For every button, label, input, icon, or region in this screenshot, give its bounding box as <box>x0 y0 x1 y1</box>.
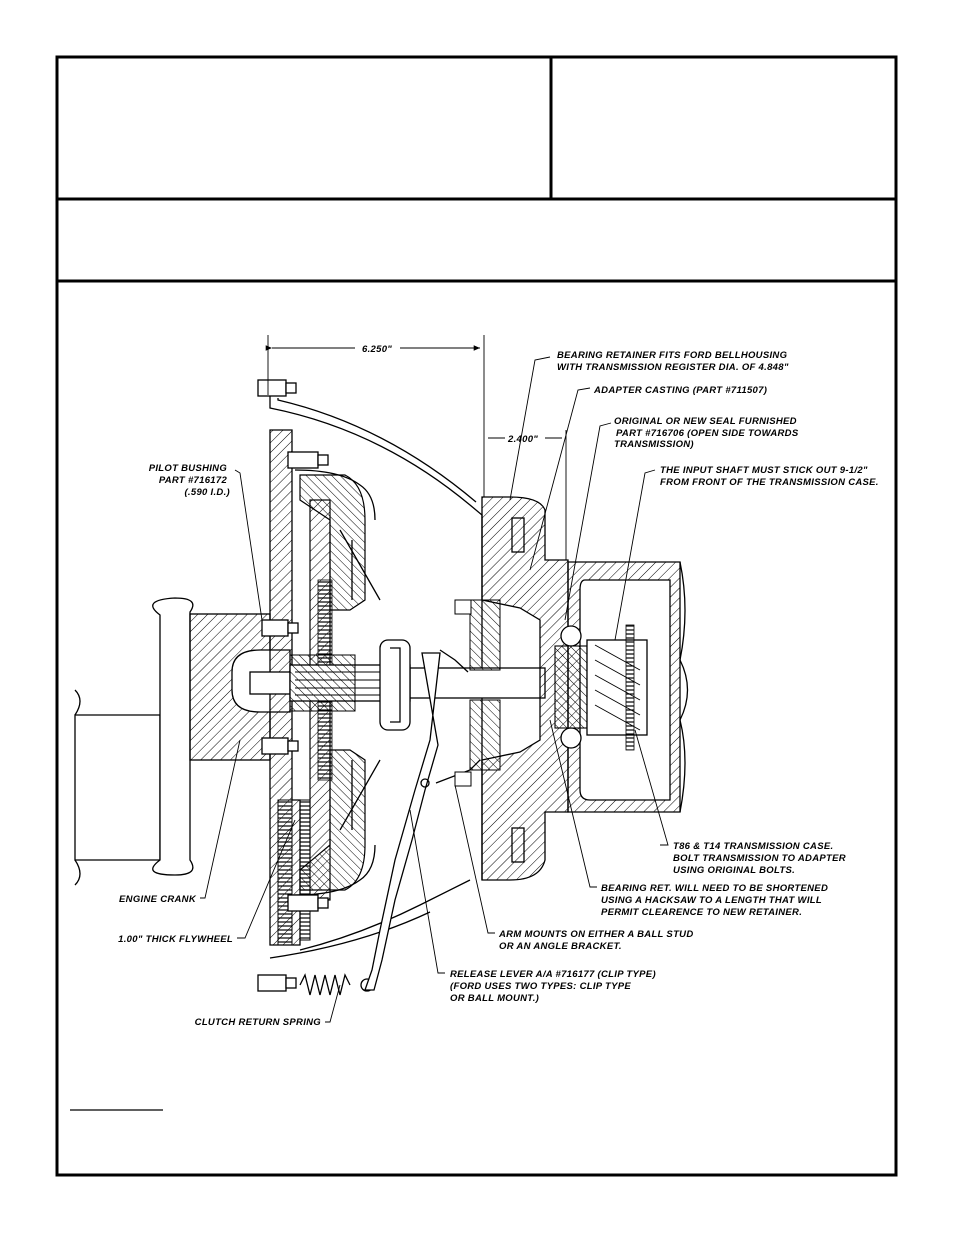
label-bearing-retainer: BEARING RETAINER FITS FORD BELLHOUSING W… <box>557 350 790 373</box>
label-arm-mounts: ARM MOUNTS ON EITHER A BALL STUD OR AN A… <box>498 929 696 952</box>
label-engine-crank: ENGINE CRANK <box>119 894 197 905</box>
label-release-lever: RELEASE LEVER A/A #716177 (CLIP TYPE) (F… <box>450 969 659 1004</box>
engine-crank <box>74 597 291 886</box>
label-adapter-casting: ADAPTER CASTING (PART #711507) <box>593 385 767 396</box>
label-pilot-bushing: PILOT BUSHING PART #716172 (.590 I.D.) <box>149 463 230 498</box>
clutch-assembly <box>294 469 381 901</box>
dim-overall: 6.250" <box>362 344 392 355</box>
leader-lines <box>200 356 669 1023</box>
label-input-shaft: THE INPUT SHAFT MUST STICK OUT 9-1/2" FR… <box>660 465 879 488</box>
adapter-casting <box>454 496 569 881</box>
outer-border <box>55 55 898 1177</box>
dim-adapter: 2.400" <box>507 434 538 445</box>
label-seal: ORIGINAL OR NEW SEAL FURNISHED PART #716… <box>614 416 801 450</box>
label-transmission-case: T86 & T14 TRANSMISSION CASE. BOLT TRANSM… <box>673 841 849 876</box>
input-shaft <box>249 639 546 731</box>
transmission-case <box>554 561 689 813</box>
title-block <box>55 55 898 1177</box>
label-flywheel: 1.00" THICK FLYWHEEL <box>118 934 233 945</box>
clutch-return-spring <box>299 973 374 996</box>
label-bearing-ret-shortened: BEARING RET. WILL NEED TO BE SHORTENED U… <box>601 883 831 918</box>
label-clutch-return-spring: CLUTCH RETURN SPRING <box>195 1017 322 1028</box>
labels: BEARING RETAINER FITS FORD BELLHOUSING W… <box>118 350 879 1028</box>
bellhousing <box>269 395 483 959</box>
release-lever <box>364 649 481 991</box>
dimensions <box>265 335 567 560</box>
